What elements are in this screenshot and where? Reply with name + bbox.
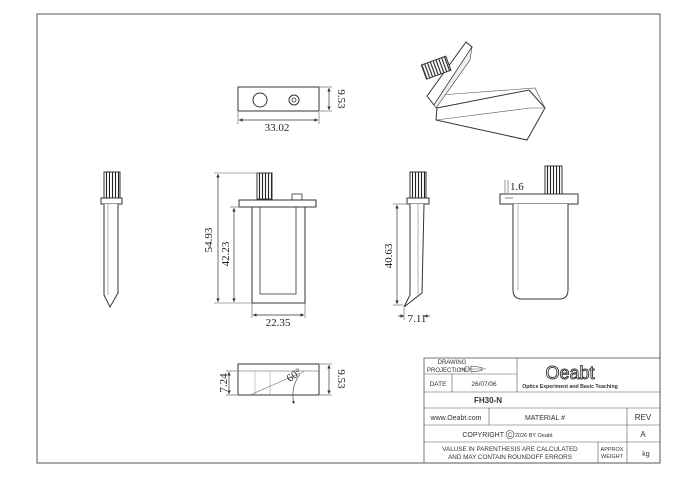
rev-value: A bbox=[640, 430, 646, 439]
copyright-year: 2026 BY Oeabt bbox=[515, 433, 553, 439]
date-value: 26/07/06 bbox=[471, 381, 497, 388]
left-side-view bbox=[100, 171, 123, 309]
weight-unit: kg bbox=[642, 451, 650, 458]
copyright-label: COPYRIGHT bbox=[462, 432, 504, 439]
copyright-icon: C bbox=[505, 430, 515, 439]
top-view: 33.02 9.53 bbox=[237, 86, 347, 134]
weight-label-2: WEIGHT bbox=[601, 454, 624, 460]
dim-side-height: 40.63 bbox=[383, 243, 395, 268]
dim-front-overall-height: 54.93 bbox=[203, 227, 215, 252]
note-line-2: AND MAY CONTAIN ROUNDOFF ERRORS bbox=[448, 454, 572, 461]
far-right-view: 1.6 bbox=[499, 165, 579, 300]
company-logo: Oeabt bbox=[545, 363, 595, 384]
company-tagline: Optics Experiment and Basic Teaching bbox=[522, 384, 618, 390]
projection-symbol-icon bbox=[459, 365, 486, 373]
dim-top-height: 9.53 bbox=[335, 89, 347, 109]
front-view: 22.35 54.93 42.23 bbox=[203, 172, 317, 329]
svg-text:C: C bbox=[508, 433, 513, 439]
svg-text:Oeabt: Oeabt bbox=[545, 363, 594, 383]
right-side-view: 40.63 7.11 bbox=[383, 171, 430, 325]
dim-front-inner-height: 42.23 bbox=[220, 241, 232, 266]
part-number: FH30-N bbox=[474, 396, 502, 405]
title-block: DRAWING PROJECTION DATE 26/07/06 Oeabt O… bbox=[423, 357, 661, 464]
website: www.Oeabt.com bbox=[430, 415, 482, 422]
dim-bottom-height-right: 9.53 bbox=[335, 369, 347, 389]
note-line-1: VALUSE IN PARENTHESIS ARE CALCULATED bbox=[442, 446, 578, 453]
bottom-view: 7.24 9.53 60° bbox=[218, 363, 347, 405]
dim-bottom-height-left: 7.24 bbox=[218, 373, 230, 393]
dim-right-flange: 1.6 bbox=[510, 181, 524, 193]
dim-side-offset: 7.11 bbox=[408, 313, 427, 325]
sheet-border bbox=[36, 13, 661, 464]
weight-label-1: APPROX bbox=[601, 447, 624, 453]
projection-label: PROJECTION bbox=[427, 368, 466, 374]
date-label: DATE bbox=[430, 381, 448, 388]
isometric-view bbox=[420, 41, 546, 141]
dim-top-width: 33.02 bbox=[265, 122, 290, 134]
drawing-label: DRAWING bbox=[438, 360, 467, 366]
rev-label: REV bbox=[635, 413, 652, 422]
material: MATERIAL # bbox=[525, 415, 565, 422]
dim-front-width: 22.35 bbox=[266, 317, 291, 329]
